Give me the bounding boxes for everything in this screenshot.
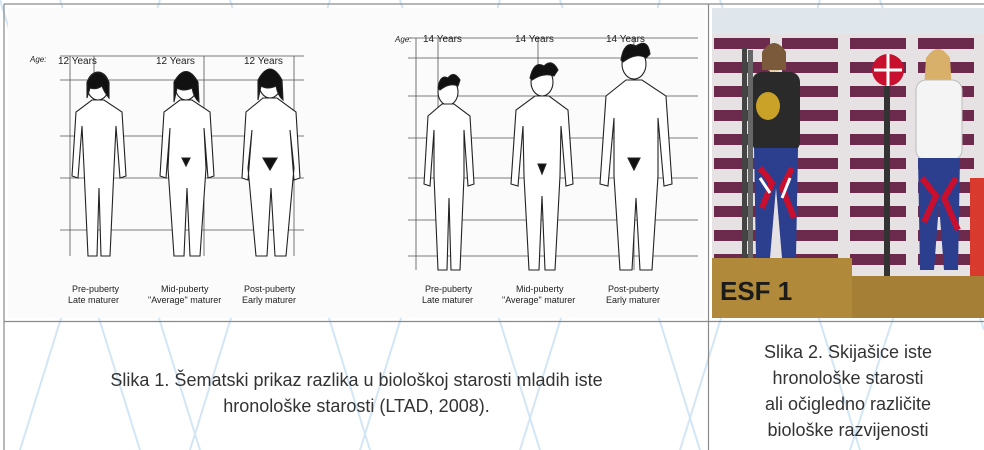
left-stage-2-line1: Mid-puberty (161, 284, 209, 294)
caption-2-line4: biološke razvijenosti (712, 417, 984, 443)
left-stage-2-line2: "Average" maturer (148, 295, 221, 305)
right-stage-3-line2: Early maturer (606, 295, 660, 305)
maturation-schematic: Age: 12 Years 12 Years 12 Years Pre-pube… (8, 8, 705, 318)
right-figures (424, 43, 672, 270)
caption-1-line1: Slika 1. Šematski prikaz razlika u biolo… (8, 367, 705, 393)
right-stage-1-line1: Pre-puberty (425, 284, 473, 294)
right-age-2: 14 Years (515, 34, 554, 45)
caption-2: Slika 2. Skijašice iste hronološke staro… (712, 339, 984, 443)
caption-1-line2: hronološke starosti (LTAD, 2008). (8, 393, 705, 419)
caption-1-cell: Slika 1. Šematski prikaz razlika u biolo… (8, 325, 705, 450)
caption-1: Slika 1. Šematski prikaz razlika u biolo… (8, 367, 705, 419)
caption-2-line3: ali očigledno različite (712, 391, 984, 417)
left-age-3: 12 Years (244, 56, 283, 67)
right-stage-3-line1: Post-puberty (608, 284, 660, 294)
left-stage-3-line1: Post-puberty (244, 284, 296, 294)
podium-second (852, 276, 984, 318)
left-stage-1-line2: Late maturer (68, 295, 119, 305)
right-age-3: 14 Years (606, 34, 645, 45)
left-stage-1-line1: Pre-puberty (72, 284, 120, 294)
caption-2-line2: hronološke starosti (712, 365, 984, 391)
skiers-podium-photo: ESF 1 (712, 8, 984, 318)
left-figures (72, 69, 300, 256)
right-age-1: 14 Years (423, 34, 462, 45)
figure-1-schematic: Age: 12 Years 12 Years 12 Years Pre-pube… (8, 8, 705, 318)
left-age-prefix: Age: (29, 55, 46, 64)
right-age-prefix: Age: (394, 35, 411, 44)
caption-2-cell: Slika 2. Skijašice iste hronološke staro… (712, 325, 984, 450)
right-stage-2-line1: Mid-puberty (516, 284, 564, 294)
figure-2-photo: ESF 1 (712, 8, 984, 318)
left-age-2: 12 Years (156, 56, 195, 67)
left-age-1: 12 Years (58, 56, 97, 67)
left-stage-3-line2: Early maturer (242, 295, 296, 305)
podium-label: ESF 1 (720, 276, 792, 306)
caption-2-line1: Slika 2. Skijašice iste (712, 339, 984, 365)
right-stage-2-line2: "Average" maturer (502, 295, 575, 305)
skier-left (742, 43, 800, 265)
right-stage-1-line2: Late maturer (422, 295, 473, 305)
